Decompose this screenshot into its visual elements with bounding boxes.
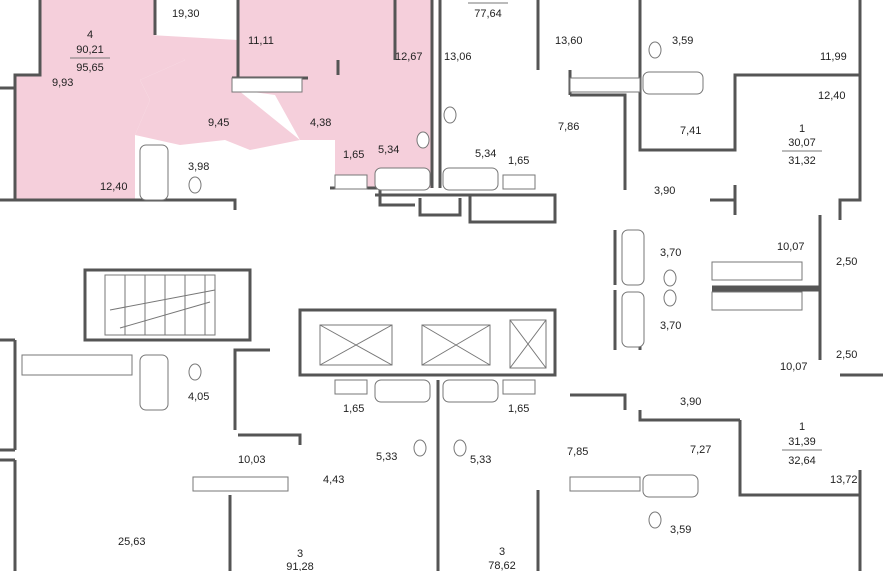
room-area-4-38: 4,38	[310, 117, 331, 129]
room-area-19-30: 19,30	[172, 8, 200, 20]
room-area-12-67: 12,67	[395, 51, 423, 63]
room-area-11-11: 11,11	[248, 35, 274, 47]
room-area-1-65-right: 1,65	[508, 155, 529, 167]
room-area-12-40-right: 12,40	[818, 90, 846, 102]
room-area-1-65-lower-right: 1,65	[508, 403, 529, 415]
room-area-25-63: 25,63	[118, 536, 146, 548]
apartment-living-area: 78,62	[488, 560, 516, 571]
room-area-3-59-top: 3,59	[672, 35, 693, 47]
room-area-3-59-bottom: 3,59	[670, 524, 691, 536]
apartment-total-area: 32,64	[788, 455, 816, 467]
room-area-3-90-bottom: 3,90	[680, 396, 701, 408]
room-area-7-41: 7,41	[680, 125, 701, 137]
room-area-13-72: 13,72	[830, 474, 858, 486]
room-area-5-34-right: 5,34	[475, 148, 496, 160]
room-area-5-33-left: 5,33	[376, 451, 397, 463]
highlight-area-top-left	[15, 0, 185, 100]
highlight-area-top-right	[238, 0, 432, 188]
toilets	[188, 41, 677, 529]
apartment-living-area: 31,39	[788, 436, 816, 448]
room-area-9-45: 9,45	[208, 117, 229, 129]
room-area-3-98: 3,98	[188, 161, 209, 173]
room-area-2-50-bottom: 2,50	[836, 349, 857, 361]
room-area-5-33-right: 5,33	[470, 454, 491, 466]
room-area-11-99: 11,99	[820, 51, 847, 63]
room-area-1-65: 1,65	[343, 149, 364, 161]
room-area-2-50-top: 2,50	[836, 256, 857, 268]
room-area-3-70-top: 3,70	[660, 247, 681, 259]
room-area-10-07-top: 10,07	[777, 241, 805, 253]
room-area-3-70-bottom: 3,70	[660, 320, 681, 332]
apartment-total-area: 95,65	[76, 62, 104, 74]
highlight-area-hall	[135, 35, 300, 150]
room-area-7-27: 7,27	[690, 444, 711, 456]
room-area-1-65-lower-left: 1,65	[343, 403, 364, 415]
highlighted-apartment[interactable]	[15, 0, 432, 200]
apartment-living-area: 91,28	[286, 561, 314, 571]
room-area-5-34: 5,34	[378, 144, 399, 156]
room-labels: 19,30 11,11 12,67 9,93 9,45 4,38 3,98 1,…	[52, 8, 858, 548]
room-area-13-06: 13,06	[444, 51, 472, 63]
room-area-10-03: 10,03	[238, 454, 266, 466]
apartment-total-area: 31,32	[788, 155, 816, 167]
room-area-4-43: 4,43	[323, 474, 344, 486]
apartment-rooms: 3	[499, 546, 505, 558]
apartment-living-area: 90,21	[76, 44, 104, 56]
apartment-rooms: 1	[799, 421, 805, 433]
apartment-rooms: 4	[87, 29, 93, 41]
room-area-4-05: 4,05	[188, 391, 209, 403]
room-area-13-60: 13,60	[555, 35, 583, 47]
apartment-labels: 4 90,21 95,65 77,64 1 30,07 31,32 1 31,3…	[70, 2, 822, 571]
room-area-10-07-bottom: 10,07	[780, 361, 808, 373]
elevators	[319, 319, 547, 369]
room-area-9-93: 9,93	[52, 77, 73, 89]
kitchen-counters	[21, 77, 803, 492]
room-area-7-85: 7,85	[567, 446, 588, 458]
apartment-living-area: 30,07	[788, 137, 816, 149]
apartment-total-area: 77,64	[474, 8, 502, 20]
apartment-rooms: 1	[799, 123, 805, 135]
apartment-rooms: 3	[297, 548, 303, 560]
room-area-7-86: 7,86	[558, 121, 579, 133]
highlight-area-bottom-left	[15, 100, 150, 200]
room-area-3-90-top: 3,90	[654, 185, 675, 197]
bathtubs	[139, 71, 704, 498]
staircase	[104, 274, 216, 336]
room-area-12-40: 12,40	[100, 181, 128, 193]
